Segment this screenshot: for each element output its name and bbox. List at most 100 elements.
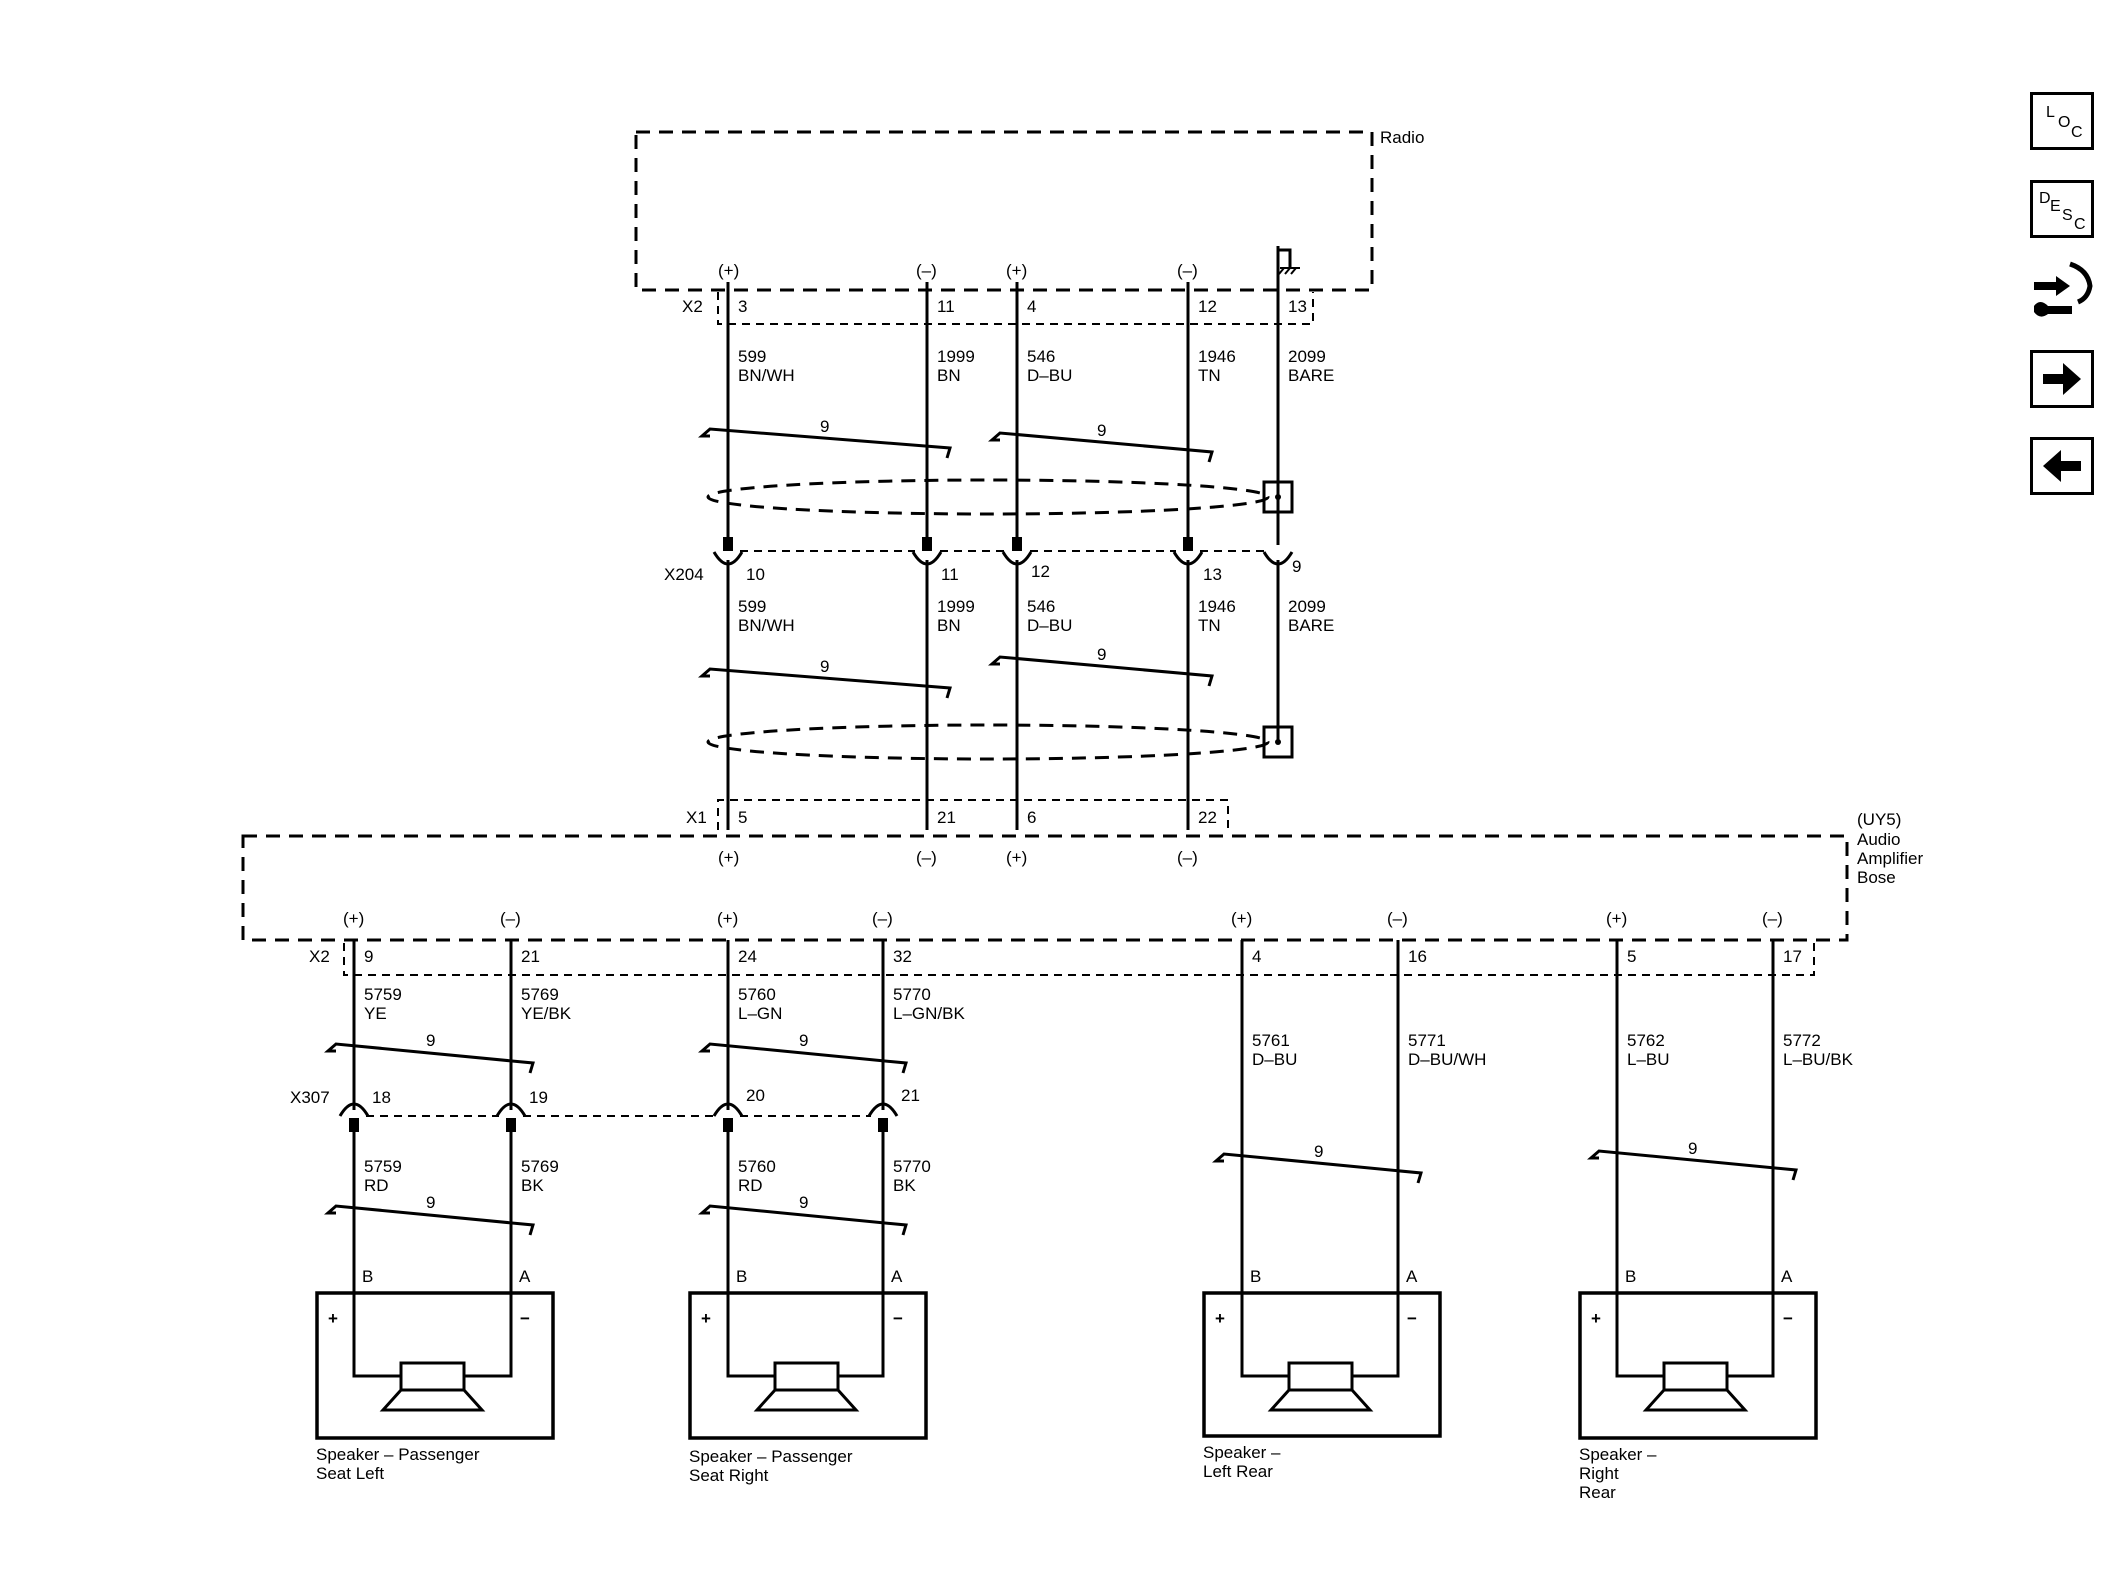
loc-letter: C: [2071, 124, 2083, 141]
wire-color: YE/BK: [521, 1004, 572, 1023]
wire-color: BK: [521, 1176, 544, 1195]
pin-label: 10: [746, 565, 765, 584]
circuit-number: 599: [738, 347, 766, 366]
circuit-number: 1999: [937, 597, 975, 616]
wire-color: L–BU: [1627, 1050, 1670, 1069]
speaker-label: Seat Right: [689, 1466, 769, 1485]
arrow-right-icon: [2043, 363, 2081, 395]
minus-sign: −: [1407, 1309, 1417, 1328]
plus-sign: +: [328, 1309, 338, 1328]
pin-label: B: [1625, 1267, 1636, 1286]
twist-label: 9: [1314, 1142, 1323, 1161]
polarity-label: (–): [500, 909, 521, 928]
speaker-right-rear: + − Speaker – Right Rear: [1578, 1291, 1818, 1502]
inline-connector-x204: X204 10 11 12 13 9: [664, 537, 1301, 584]
pin-label: 24: [738, 947, 757, 966]
circuit-number: 5770: [893, 985, 931, 1004]
wire-color: BN: [937, 616, 961, 635]
circuit-number: 5769: [521, 1157, 559, 1176]
connector-label: X2: [309, 947, 330, 966]
output-pin-labels: (+) (–) (+) (–) (+) (–) (+) (–) 9 21 24 …: [343, 909, 1802, 966]
speaker-label: Speaker – Passenger: [689, 1447, 853, 1466]
twist-label: 9: [799, 1193, 808, 1212]
circuit-labels-lower: 599 BN/WH 1999 BN 546 D–BU 1946 TN 2099 …: [738, 597, 1334, 635]
wire-color: BK: [893, 1176, 916, 1195]
pin-label: 4: [1252, 947, 1261, 966]
pin-label: 13: [1203, 565, 1222, 584]
wire-color: L–BU/BK: [1783, 1050, 1854, 1069]
amplifier-label: Amplifier: [1857, 849, 1923, 868]
circuit-number: 2099: [1288, 347, 1326, 366]
pin-label: 3: [738, 297, 747, 316]
circuit-number: 599: [738, 597, 766, 616]
polarity-label: (+): [1006, 261, 1027, 280]
pin-label: 13: [1288, 297, 1307, 316]
polarity-label: (+): [1231, 909, 1252, 928]
polarity-label: (–): [1387, 909, 1408, 928]
next-page-button[interactable]: [2030, 350, 2094, 408]
wire-color: D–BU: [1027, 366, 1072, 385]
amplifier-label: Bose: [1857, 868, 1896, 887]
speaker-label: Speaker – Passenger: [316, 1445, 480, 1464]
twisted-pair-markers-upper: 9 9: [698, 417, 1294, 516]
circuit-number: 5770: [893, 1157, 931, 1176]
wire-color: YE: [364, 1004, 387, 1023]
speaker-label: Seat Left: [316, 1464, 384, 1483]
pin-label: 18: [372, 1088, 391, 1107]
circuit-number: 1946: [1198, 347, 1236, 366]
wire-color: RD: [738, 1176, 763, 1195]
polarity-label: (–): [916, 848, 937, 867]
wire-color: BN: [937, 366, 961, 385]
description-button[interactable]: D E S C: [2030, 180, 2094, 238]
circuit-number: 5771: [1408, 1031, 1446, 1050]
pin-label: 12: [1031, 562, 1050, 581]
circuit-number: 5759: [364, 1157, 402, 1176]
inline-connector-x307: X307 18 19 20 21: [290, 1086, 920, 1132]
pin-label: 11: [937, 297, 955, 316]
option-code: (UY5): [1857, 810, 1901, 829]
pin-label: A: [519, 1267, 531, 1286]
wire-color: D–BU/WH: [1408, 1050, 1486, 1069]
amplifier-label: Audio: [1857, 830, 1900, 849]
polarity-label: (–): [1177, 261, 1198, 280]
pin-label: A: [1781, 1267, 1793, 1286]
plus-sign: +: [1591, 1309, 1601, 1328]
circuit-number: 5761: [1252, 1031, 1290, 1050]
pin-label: A: [1406, 1267, 1418, 1286]
polarity-label: (–): [872, 909, 893, 928]
twist-label: 9: [1688, 1139, 1697, 1158]
circuit-number: 5772: [1783, 1031, 1821, 1050]
polarity-label: (+): [718, 848, 739, 867]
description-icon: D E S C: [2039, 190, 2086, 233]
twist-label: 9: [1097, 421, 1106, 440]
radio-label: Radio: [1380, 128, 1424, 147]
desc-letter: S: [2062, 207, 2073, 224]
wire-color: BARE: [1288, 366, 1334, 385]
pin-label: 32: [893, 947, 912, 966]
pin-label: 17: [1783, 947, 1802, 966]
circuit-number: 1946: [1198, 597, 1236, 616]
plus-sign: +: [1215, 1309, 1225, 1328]
output-circuit-labels-upper: 5759 YE 5769 YE/BK 5760 L–GN 5770 L–GN/B…: [364, 985, 1854, 1069]
polarity-label: (–): [916, 261, 937, 280]
location-button[interactable]: L O C: [2030, 92, 2094, 150]
pin-label: 12: [1198, 297, 1217, 316]
twisted-pair-markers-lower: 9 9: [698, 645, 1294, 761]
pin-label: 21: [521, 947, 540, 966]
output-twist-markers-lower: 9 9: [324, 1193, 908, 1236]
speaker-label: Speaker –: [1203, 1443, 1281, 1462]
pin-label: 21: [901, 1086, 920, 1105]
radio-module: Radio X2: [634, 128, 1424, 325]
connector-tools-button[interactable]: [2026, 254, 2098, 326]
circuit-number: 546: [1027, 347, 1055, 366]
speaker-pin-labels: B A B A B A B A: [362, 1267, 1793, 1286]
desc-letter: D: [2039, 190, 2051, 207]
pin-label: 9: [364, 947, 373, 966]
circuit-number: 5759: [364, 985, 402, 1004]
pin-label: 16: [1408, 947, 1427, 966]
connector-label: X307: [290, 1088, 330, 1107]
pin-label: 9: [1292, 557, 1301, 576]
previous-page-button[interactable]: [2030, 437, 2094, 495]
circuit-number: 1999: [937, 347, 975, 366]
pin-label: 22: [1198, 808, 1217, 827]
